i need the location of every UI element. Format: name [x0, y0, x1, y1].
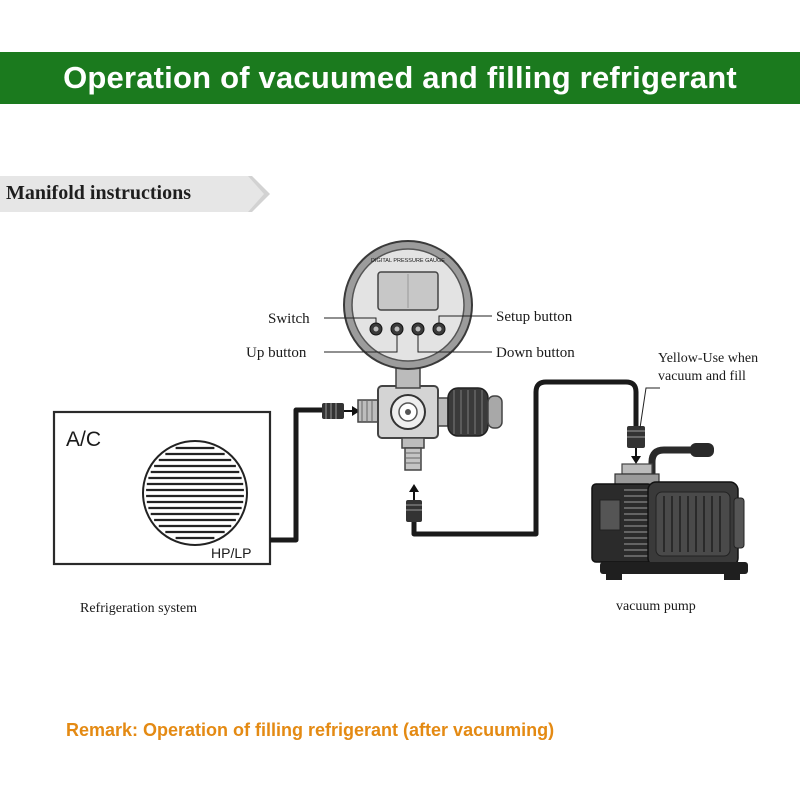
hp-lp-label: HP/LP	[211, 545, 251, 561]
ac-title: A/C	[66, 428, 101, 451]
page-title: Operation of vacuumed and filling refrig…	[63, 60, 737, 95]
digital-gauge: DIGITAL PRESSURE GAUGE	[343, 240, 473, 370]
title-banner: Operation of vacuumed and filling refrig…	[0, 52, 800, 104]
down-button-label: Down button	[496, 345, 575, 361]
section-tab-shape	[0, 176, 270, 212]
hose-note-line2: vacuum and fill	[658, 369, 746, 384]
remark-text: Remark: Operation of filling refrigerant…	[66, 720, 555, 740]
hose-note-line1: Yellow-Use when	[658, 351, 758, 366]
hose-manifold-to-pump	[411, 379, 639, 537]
manifold-body	[357, 363, 503, 471]
fitting-bottom	[406, 484, 422, 522]
gauge-face-text: DIGITAL PRESSURE GAUGE	[371, 258, 445, 264]
hose-ac-to-manifold	[270, 407, 326, 543]
fitting-left	[322, 403, 360, 419]
pump-caption: vacuum pump	[616, 599, 696, 614]
vacuum-pump	[591, 443, 748, 580]
ac-caption: Refrigeration system	[80, 601, 197, 616]
section-title: Manifold instructions	[6, 182, 192, 204]
fitting-pump	[627, 426, 645, 464]
up-button-label: Up button	[246, 345, 307, 361]
ac-unit: A/C HP/LP	[52, 410, 272, 566]
fan-grille	[142, 440, 248, 546]
gauge-leader-lines	[324, 315, 660, 429]
switch-label: Switch	[268, 311, 310, 327]
section-header: Manifold instructions	[0, 176, 272, 212]
setup-button-label: Setup button	[496, 309, 573, 325]
